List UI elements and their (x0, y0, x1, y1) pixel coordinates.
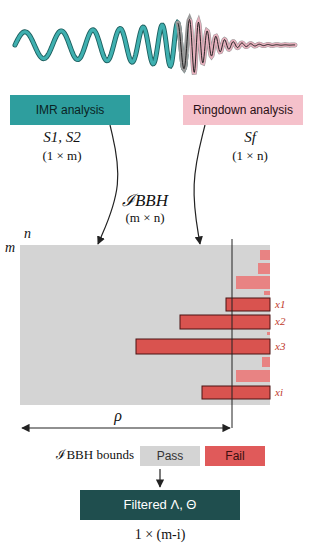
dimension-label: (1 × m) (42, 149, 81, 164)
variable-label: Sf (244, 129, 256, 146)
box-label: Filtered Λ, Θ (124, 497, 197, 513)
dimension-label: (m × n) (20, 211, 270, 225)
dimension-label: (1 × n) (232, 149, 268, 164)
analysis-box: Ringdown analysis (183, 95, 303, 125)
axis-label: n (24, 226, 31, 242)
legend-title: ℐBBH bounds (56, 448, 134, 463)
failing-bar (202, 386, 270, 399)
legend-text: Pass (157, 449, 184, 463)
matrix-region: ℐBBH(m × n) (20, 245, 270, 405)
row-label: xi (275, 386, 283, 399)
failing-bar (180, 315, 270, 329)
bar (260, 250, 270, 260)
row-label: x1 (275, 298, 285, 311)
waveform-illustration (0, 0, 315, 90)
connector-arrow (98, 125, 118, 244)
axis-label: m (5, 240, 15, 256)
threshold-line (232, 239, 233, 428)
dimension-label: 1 × (m-i) (135, 527, 186, 543)
row-label: x2 (275, 315, 285, 328)
inspiral-wave (15, 23, 186, 69)
ratio-bars (20, 245, 270, 405)
failing-bar (226, 298, 270, 311)
analysis-box: IMR analysis (10, 95, 130, 125)
rho-label: ρ (114, 407, 122, 425)
filter-arrow (159, 469, 160, 487)
bar (264, 291, 270, 295)
box-label: Ringdown analysis (193, 103, 293, 117)
merger-wave (178, 19, 295, 72)
matrix-heading: ℐBBH(m × n) (20, 192, 270, 225)
inspiral-outline (15, 23, 186, 69)
matrix-title: ℐBBH (20, 192, 270, 211)
bar (258, 263, 270, 274)
legend-text: Fail (225, 449, 244, 463)
rho-arrow (22, 427, 230, 428)
variable-label: S1, S2 (43, 129, 81, 146)
bar (267, 332, 270, 335)
failing-bar (136, 339, 270, 354)
result-box: Filtered Λ, Θ (80, 490, 240, 520)
legend-swatch: Fail (205, 446, 265, 466)
legend-swatch: Pass (140, 446, 200, 466)
bar (262, 357, 270, 367)
bar (236, 370, 270, 382)
ringdown-wave (190, 21, 295, 72)
ringdown-line (178, 19, 295, 72)
box-label: IMR analysis (36, 103, 105, 117)
row-label: x3 (275, 340, 285, 353)
bar (236, 276, 270, 289)
connector-arrow (194, 125, 205, 244)
